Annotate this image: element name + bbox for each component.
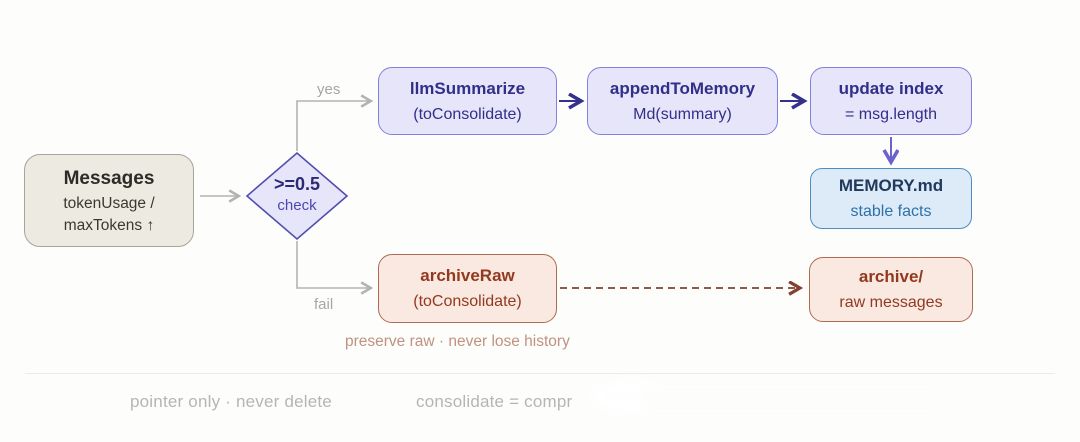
node-memory-md: MEMORY.md stable facts xyxy=(810,168,972,229)
arrow-yes-path xyxy=(296,101,370,151)
footer-divider xyxy=(25,373,1055,374)
white-smudge-streak xyxy=(640,388,940,410)
decision-subtitle: check xyxy=(277,197,317,214)
memory-md-subtitle: stable facts xyxy=(850,203,932,220)
footer-note-right: consolidate = compr xyxy=(416,392,573,411)
append-to-memory-title: appendToMemory xyxy=(609,78,756,98)
node-messages-line2: maxTokens ↑ xyxy=(63,216,155,234)
edge-label-fail: fail xyxy=(314,296,334,313)
archive-raw-title: archiveRaw xyxy=(420,266,515,285)
caption-preserve-raw: preserve raw · never lose history xyxy=(345,333,570,350)
node-decision-label: >=0.5 check xyxy=(247,172,347,216)
memory-md-title: MEMORY.md xyxy=(838,176,944,195)
edge-label-yes: yes xyxy=(317,81,341,98)
node-messages-line1: tokenUsage / xyxy=(63,194,155,212)
llm-summarize-title: llmSummarize xyxy=(409,78,526,98)
archive-raw-subtitle: (toConsolidate) xyxy=(413,293,522,310)
update-index-subtitle: = msg.length xyxy=(844,105,938,123)
archive-dir-title: archive/ xyxy=(858,267,924,286)
node-llm-summarize: llmSummarize (toConsolidate) xyxy=(378,67,557,135)
arrow-fail-path xyxy=(296,241,370,288)
decision-diamond-shape xyxy=(245,151,349,241)
node-archive-raw: archiveRaw (toConsolidate) xyxy=(378,254,557,323)
archive-dir-subtitle: raw messages xyxy=(839,294,943,311)
decision-title: >=0.5 xyxy=(273,174,321,194)
footer-note-left: pointer only · never delete xyxy=(130,392,332,411)
node-messages-title: Messages xyxy=(63,167,155,189)
node-messages: Messages tokenUsage / maxTokens ↑ xyxy=(24,154,194,247)
llm-summarize-subtitle: (toConsolidate) xyxy=(413,105,522,123)
node-update-index: update index = msg.length xyxy=(810,67,972,135)
node-append-to-memory: appendToMemory Md(summary) xyxy=(587,67,778,135)
update-index-title: update index xyxy=(838,78,944,98)
node-archive-dir: archive/ raw messages xyxy=(809,257,973,322)
append-to-memory-subtitle: Md(summary) xyxy=(633,105,732,123)
